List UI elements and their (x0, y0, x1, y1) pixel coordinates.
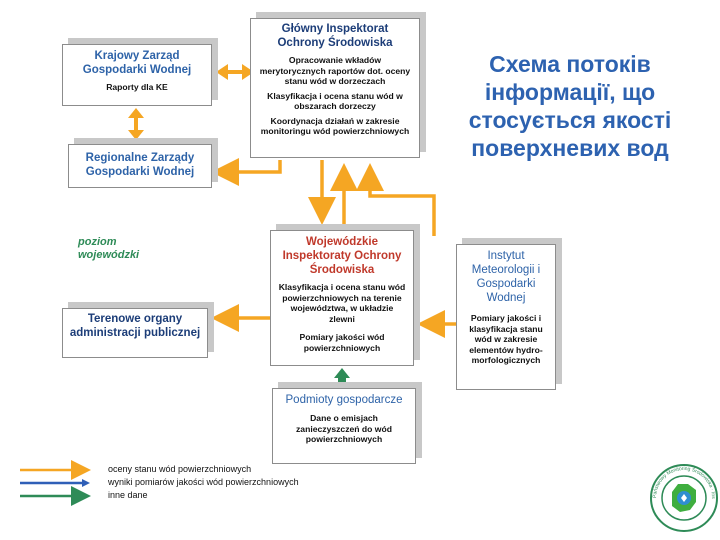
box-regionalne-zarzady: Regionalne Zarządy Gospodarki Wodnej (68, 144, 212, 188)
box-wojewodzkie-inspektoraty: Wojewódzkie Inspektoraty Ochrony Środowi… (270, 230, 414, 366)
box-instytut-title: Instytut Meteorologii i Gospodarki Wodne… (471, 250, 541, 304)
diagram-title: Схема потоків інформації, що стосується … (468, 51, 672, 161)
box-wojewodzkie-title: Wojewódzkie Inspektoraty Ochrony Środowi… (282, 236, 402, 276)
box-regionalne-title: Regionalne Zarządy Gospodarki Wodnej (85, 152, 195, 178)
box-terenowe-organy: Terenowe organy administracji publicznej (62, 308, 208, 358)
box-instytut-meteorologii: Instytut Meteorologii i Gospodarki Wodne… (456, 244, 556, 390)
box-glowny-line-1: Opracowanie wkładów merytorycznych rapor… (259, 55, 411, 86)
monitoring-logo: Państwowy Monitoring Środowiska · Inspek… (648, 462, 718, 532)
instytut-glowny-arrow (356, 163, 436, 236)
krajowy-glowny-arrow (216, 64, 254, 80)
box-terenowe-title: Terenowe organy administracji publicznej (69, 313, 201, 339)
glowny-regionalne-arrow (211, 158, 282, 186)
box-podmioty-gospodarcze: Podmioty gospodarcze Dane o emisjach zan… (272, 388, 416, 464)
box-glowny-inspektorat: Główny Inspektorat Ochrony Środowiska Op… (250, 18, 420, 158)
krajowy-regionalne-arrow (128, 108, 144, 140)
podmioty-wojewodzkie-arrow (334, 368, 350, 386)
box-krajowy-line: Raporty dla KE (106, 82, 168, 92)
box-glowny-line-2: Klasyfikacja i ocena stanu wód w obszara… (267, 90, 403, 112)
box-podmioty-line: Dane o emisjach zanieczyszczeń do wód po… (296, 413, 392, 444)
box-wojewodzkie-line-2: Pomiary jakości wód powierzchniowych (299, 332, 385, 353)
box-krajowy-zarzad: Krajowy Zarząd Gospodarki Wodnej Raporty… (62, 44, 212, 106)
box-krajowy-title: Krajowy Zarząd Gospodarki Wodnej (82, 50, 192, 76)
box-podmioty-title: Podmioty gospodarcze (285, 394, 403, 406)
legend-label-orange: oceny stanu wód powierzchniowych (108, 464, 252, 474)
box-glowny-title: Główny Inspektorat Ochrony Środowiska (277, 23, 393, 49)
legend-label-green: inne dane (108, 490, 148, 500)
poziom-wojewodzki-label: poziom wojewódzki (78, 236, 140, 261)
box-glowny-line-3: Koordynacja działań w zakresie monitorin… (260, 115, 410, 137)
box-wojewodzkie-line-1: Klasyfikacja i ocena stanu wód powierzch… (278, 282, 406, 324)
box-instytut-line: Pomiary jakości i klasyfikacja stanu wód… (469, 313, 543, 365)
legend-label-blue: wyniki pomiarów jakości wód powierzchnio… (108, 477, 299, 487)
